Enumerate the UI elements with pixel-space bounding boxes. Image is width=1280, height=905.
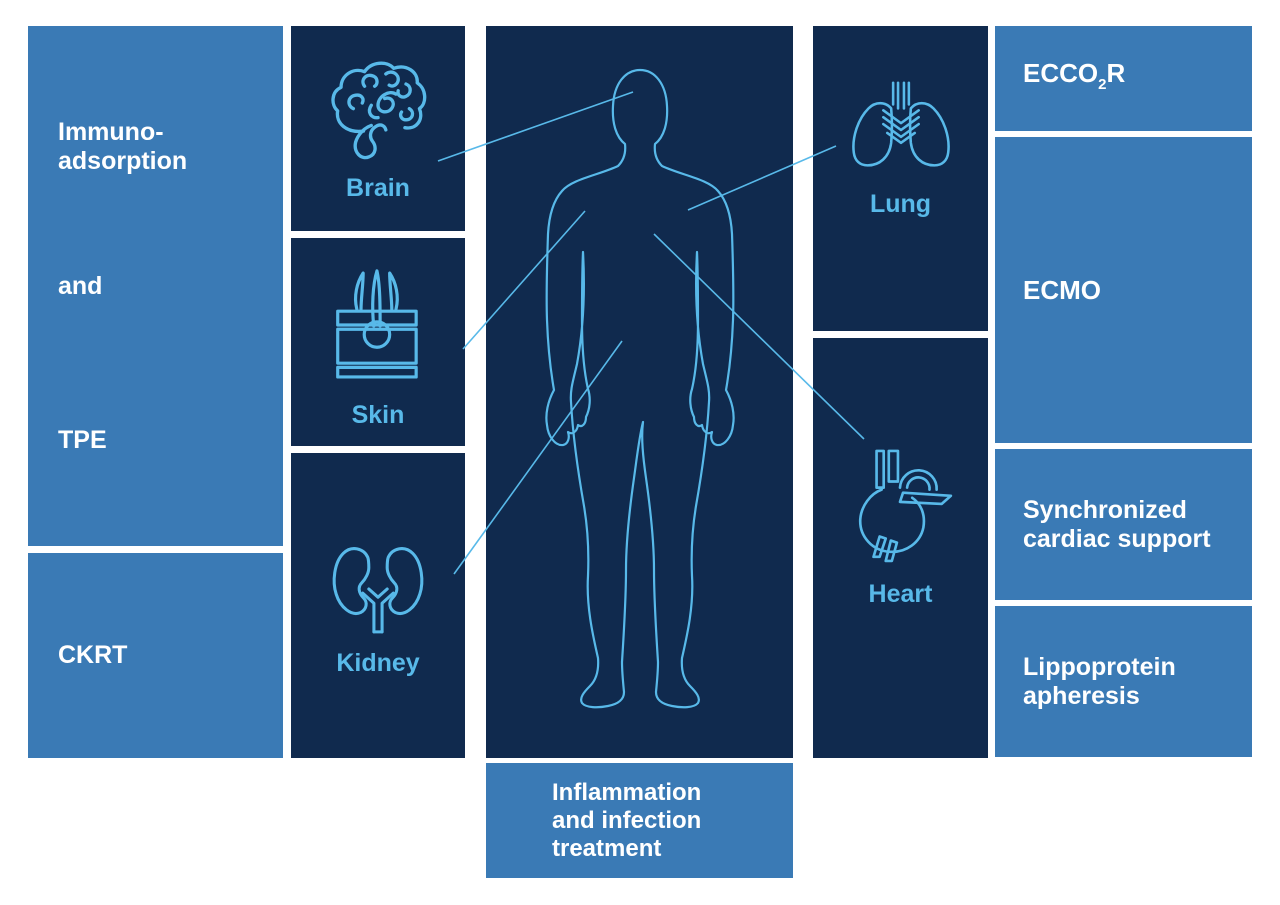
treatment-line1: Inflammation (552, 778, 702, 806)
lipoprotein-apheresis-panel: Lippoprotein apheresis (995, 606, 1252, 757)
ecmo-label: ECMO (1023, 275, 1101, 305)
heart-panel: Heart (813, 338, 988, 758)
immuno-line1: Immuno- (58, 118, 164, 146)
lung-panel: Lung (813, 26, 988, 331)
skin-panel: Skin (291, 238, 465, 446)
ecco2r-label: ECCO2R (1023, 58, 1252, 100)
skin-icon (336, 269, 418, 379)
treatment-line2: and infection (552, 806, 702, 834)
immunoadsorption-label: Immuno- adsorption (58, 118, 187, 176)
lung-icon (851, 81, 950, 167)
ecco2r-subscript: 2 (1098, 75, 1107, 93)
sync-line2: cardiac support (1023, 524, 1211, 553)
heart-icon (858, 449, 952, 563)
and-label: and (58, 272, 103, 300)
ecco2r-panel: ECCO2R (995, 26, 1252, 131)
brain-icon (331, 61, 427, 159)
kidney-icon (332, 546, 424, 633)
ecmo-panel: ECMO (995, 137, 1252, 443)
treatment-line3: treatment (552, 834, 662, 862)
human-body-silhouette (545, 68, 735, 709)
ckrt-panel: CKRT (28, 553, 283, 758)
treatment-panel: Inflammation and infection treatment (486, 763, 793, 878)
skin-label: Skin (351, 401, 405, 429)
ecco2r-suffix: R (1106, 57, 1126, 88)
ckrt-label: CKRT (58, 641, 128, 669)
body-panel (486, 26, 793, 758)
brain-label: Brain (346, 173, 410, 202)
brain-panel: Brain (291, 26, 465, 231)
sync-line1: Synchronized (1023, 495, 1187, 524)
kidney-label: Kidney (336, 648, 420, 677)
ecco2r-prefix: ECCO (1023, 57, 1099, 88)
lippo-line1: Lippoprotein (1023, 652, 1176, 681)
immuno-line2: adsorption (58, 147, 188, 175)
left-therapies-panel: Immuno- adsorption and TPE (28, 26, 283, 546)
lippo-line2: apheresis (1023, 681, 1140, 710)
tpe-label: TPE (58, 426, 107, 454)
heart-label: Heart (868, 580, 933, 608)
synchronized-cardiac-support-panel: Synchronized cardiac support (995, 449, 1252, 600)
lung-label: Lung (869, 190, 932, 218)
kidney-panel: Kidney (291, 453, 465, 758)
